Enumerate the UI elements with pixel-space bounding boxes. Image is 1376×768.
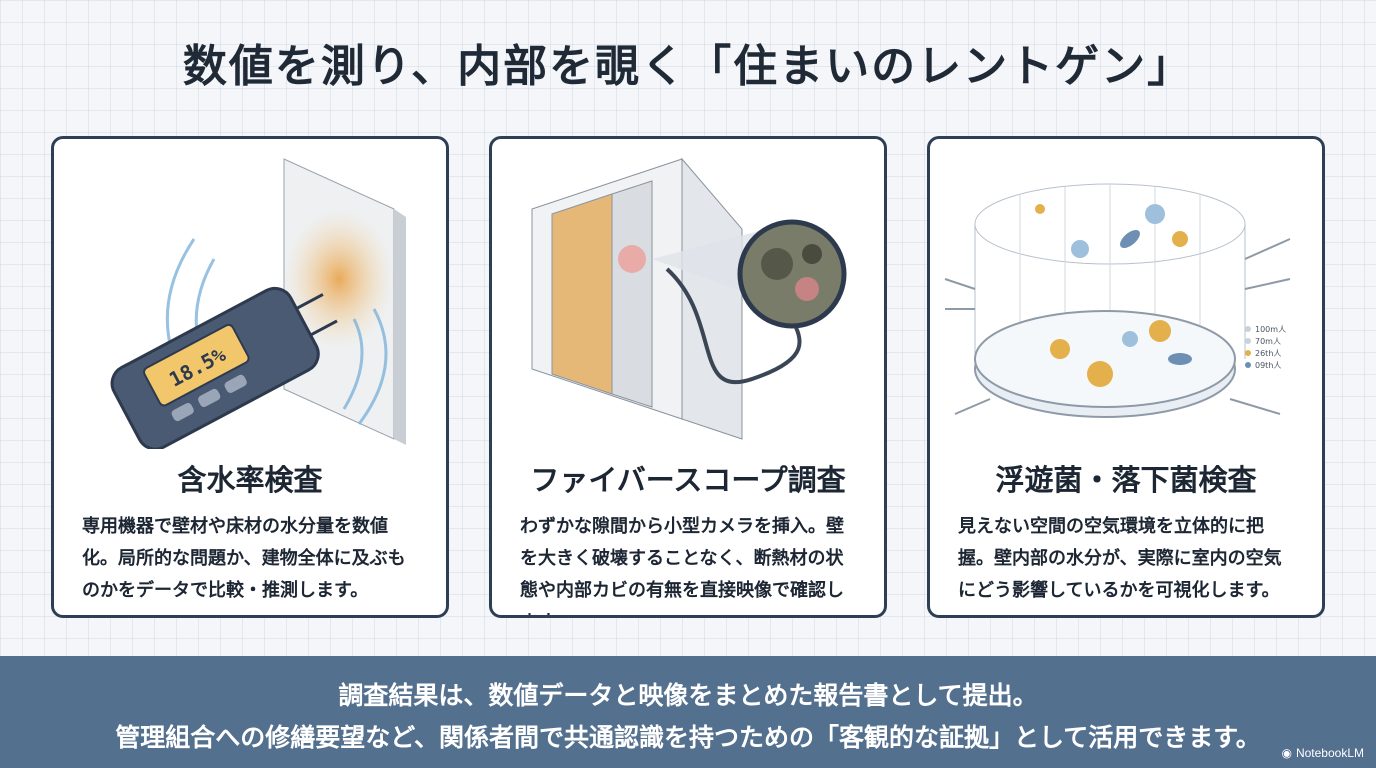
card-heading: 含水率検査 (177, 463, 323, 497)
summary-banner: 調査結果は、数値データと映像をまとめた報告書として提出。 管理組合への修繕要望な… (0, 656, 1376, 768)
card-body: 専用機器で壁材や床材の水分量を数値化。局所的な問題か、建物全体に及ぶものかをデー… (82, 516, 406, 601)
petri-dish-icon: 100m人 70m人 26th人 09th人 (944, 183, 1291, 418)
banner-line-2: 管理組合への修繕要望など、関係者間で共通認識を持つための「客観的な証拠」として活… (115, 723, 1261, 752)
card-bacteria: 100m人 70m人 26th人 09th人 浮遊菌・落下菌検査 見えない空間の… (927, 136, 1325, 618)
fiberscope-icon (531, 157, 847, 440)
brand-label: NotebookLM (1295, 746, 1364, 760)
legend-label: 70m人 (1255, 337, 1281, 346)
banner-line-1: 調査結果は、数値データと映像をまとめた報告書として提出。 (338, 681, 1038, 710)
legend-label: 09th人 (1255, 361, 1281, 370)
card-heading: ファイバースコープ調査 (530, 463, 846, 497)
page-title: 数値を測り、内部を覗く「住まいのレントゲン」 (182, 41, 1194, 92)
legend-label: 100m人 (1255, 325, 1286, 334)
card-body: わずかな隙間から小型カメラを挿入。壁を大きく破壊することなく、断熱材の状態や内部… (520, 516, 844, 615)
moisture-meter-icon: 18.5% (110, 158, 406, 449)
legend-label: 26th人 (1255, 349, 1281, 358)
card-moisture: 18.5% 含水率検査 専用機器で壁材や床材の水分量を数値化。局所的な問題か、建… (51, 136, 449, 618)
brand-mark: ◉ NotebookLM (1281, 746, 1364, 760)
card-heading: 浮遊菌・落下菌検査 (995, 463, 1257, 497)
card-fiberscope: ファイバースコープ調査 わずかな隙間から小型カメラを挿入。壁を大きく破壊すること… (489, 136, 887, 618)
brand-icon: ◉ (1281, 746, 1292, 760)
card-body: 見えない空間の空気環境を立体的に把握。壁内部の水分が、実際に室内の空気にどう影響… (958, 516, 1282, 601)
